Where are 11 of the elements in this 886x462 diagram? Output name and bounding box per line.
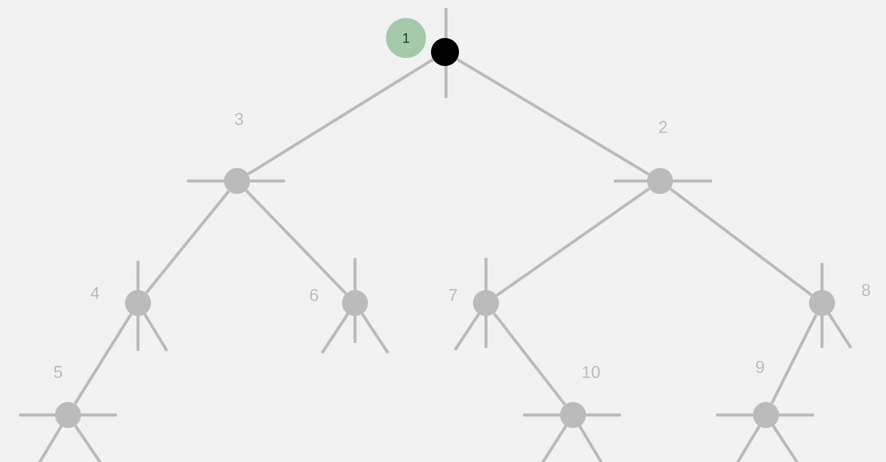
connector-line	[74, 313, 132, 405]
connector-line	[496, 187, 650, 297]
connector-line	[670, 188, 812, 296]
connector-line	[247, 58, 434, 176]
connector-line	[245, 189, 347, 295]
connector-line	[492, 312, 566, 406]
tree-node	[431, 8, 459, 98]
connector-line	[770, 314, 818, 404]
connector-line	[456, 58, 650, 176]
number-badge: 1	[386, 18, 426, 58]
connector-line	[145, 190, 230, 294]
